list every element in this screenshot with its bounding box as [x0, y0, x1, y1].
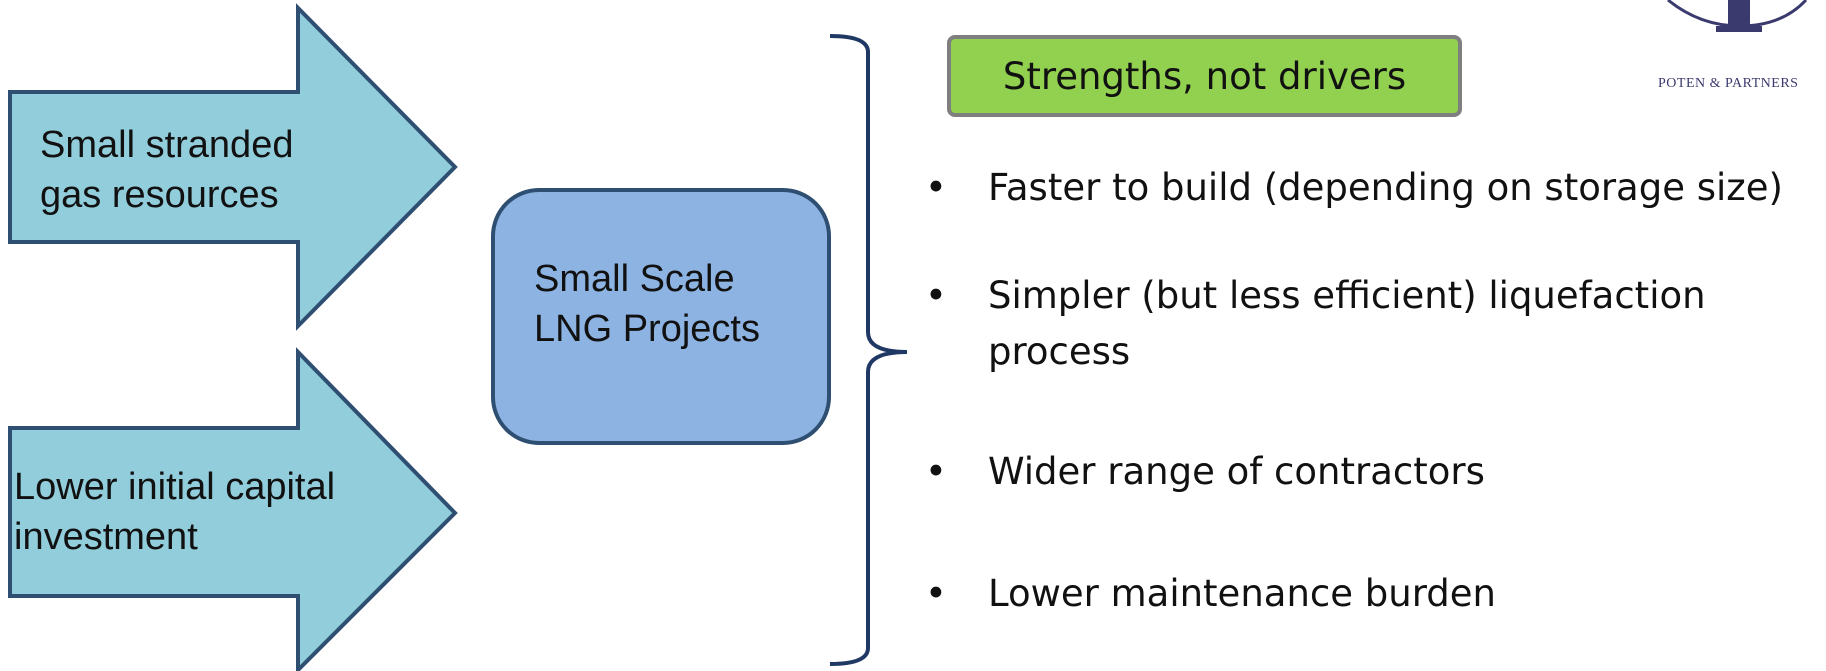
bullet-icon: • — [925, 166, 947, 209]
logo-emblem-icon — [1667, 0, 1808, 32]
strengths-list: • Faster to build (depending on storage … — [925, 160, 1825, 622]
arrow-bottom-label-line: investment — [14, 516, 198, 558]
list-item-line: Lower maintenance burden — [988, 572, 1496, 615]
center-box-label-line: LNG Projects — [534, 308, 760, 350]
logo-text: POTEN & PARTNERS — [1658, 76, 1799, 91]
list-item-line: process — [988, 330, 1131, 373]
list-item: • Simpler (but less efficient) liquefact… — [925, 268, 1825, 380]
bullet-icon: • — [925, 572, 947, 615]
bullet-icon: • — [925, 450, 947, 493]
bullet-icon: • — [925, 274, 947, 317]
list-item: • Lower maintenance burden — [925, 566, 1825, 622]
center-box — [491, 188, 831, 445]
strengths-tag-label: Strengths, not drivers — [1002, 54, 1407, 98]
list-item: • Faster to build (depending on storage … — [925, 160, 1825, 216]
arrow-top-label-line: Small stranded — [40, 124, 294, 166]
brace — [829, 34, 908, 666]
center-box-label: Small Scale LNG Projects — [534, 254, 760, 354]
list-item-line: Simpler (but less efficient) liquefactio… — [988, 274, 1706, 317]
list-item-line: Faster to build (depending on storage si… — [988, 166, 1783, 209]
arrow-bottom-label: Lower initial capital investment — [14, 462, 335, 562]
arrow-top-label: Small stranded gas resources — [40, 120, 293, 220]
center-box-label-line: Small Scale — [534, 258, 735, 300]
arrow-bottom — [8, 347, 458, 671]
list-item: • Wider range of contractors — [925, 444, 1825, 500]
list-item-line: Wider range of contractors — [988, 450, 1485, 493]
arrow-top — [8, 3, 458, 331]
arrow-bottom-label-line: Lower initial capital — [14, 466, 336, 508]
arrow-top-label-line: gas resources — [40, 174, 279, 216]
strengths-tag: Strengths, not drivers — [947, 35, 1462, 117]
